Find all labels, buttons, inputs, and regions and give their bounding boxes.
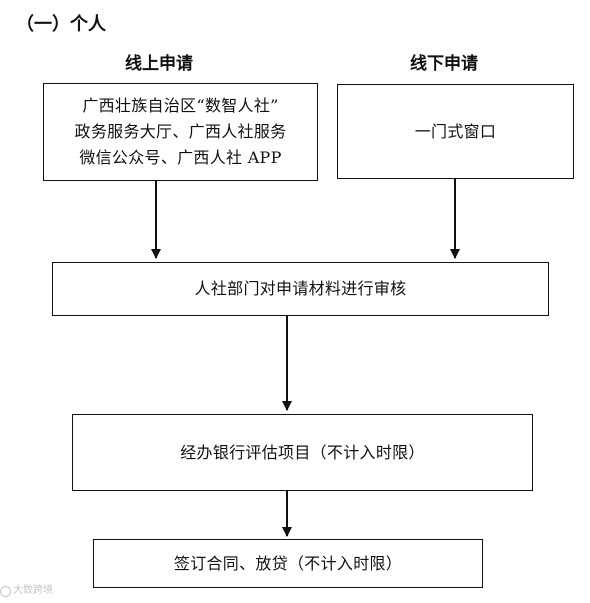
watermark: 大数跨境 [0,585,53,597]
watermark-text: 大数跨境 [13,585,53,596]
online-channels-text: 广西壮族自治区“数智人社” 政务服务大厅、广西人社服务 微信公众号、广西人社 A… [75,93,287,171]
online-channels-line-2: 政务服务大厅、广西人社服务 [74,122,287,141]
review-label: 人社部门对申请材料进行审核 [194,279,407,298]
bank-assessment-label: 经办银行评估项目（不计入时限） [180,442,425,462]
one-stop-window-label: 一门式窗口 [414,121,497,141]
offline-application-heading: 线下申请 [410,54,478,74]
online-application-heading: 线上申请 [125,54,193,74]
section-heading: （一）个人 [16,14,106,35]
contract-loan-box: 签订合同、放贷（不计入时限） [93,539,483,588]
online-channels-line-3: 微信公众号、广西人社 APP [79,148,282,167]
one-stop-window-box: 一门式窗口 [337,84,574,179]
online-channels-box: 广西壮族自治区“数智人社” 政务服务大厅、广西人社服务 微信公众号、广西人社 A… [43,83,318,181]
contract-loan-label: 签订合同、放贷（不计入时限） [173,553,403,573]
review-box: 人社部门对申请材料进行审核 [52,262,549,316]
bank-assessment-box: 经办银行评估项目（不计入时限） [72,414,533,491]
online-channels-line-1: 广西壮族自治区“数智人社” [82,96,279,115]
watermark-logo-icon [0,585,11,597]
